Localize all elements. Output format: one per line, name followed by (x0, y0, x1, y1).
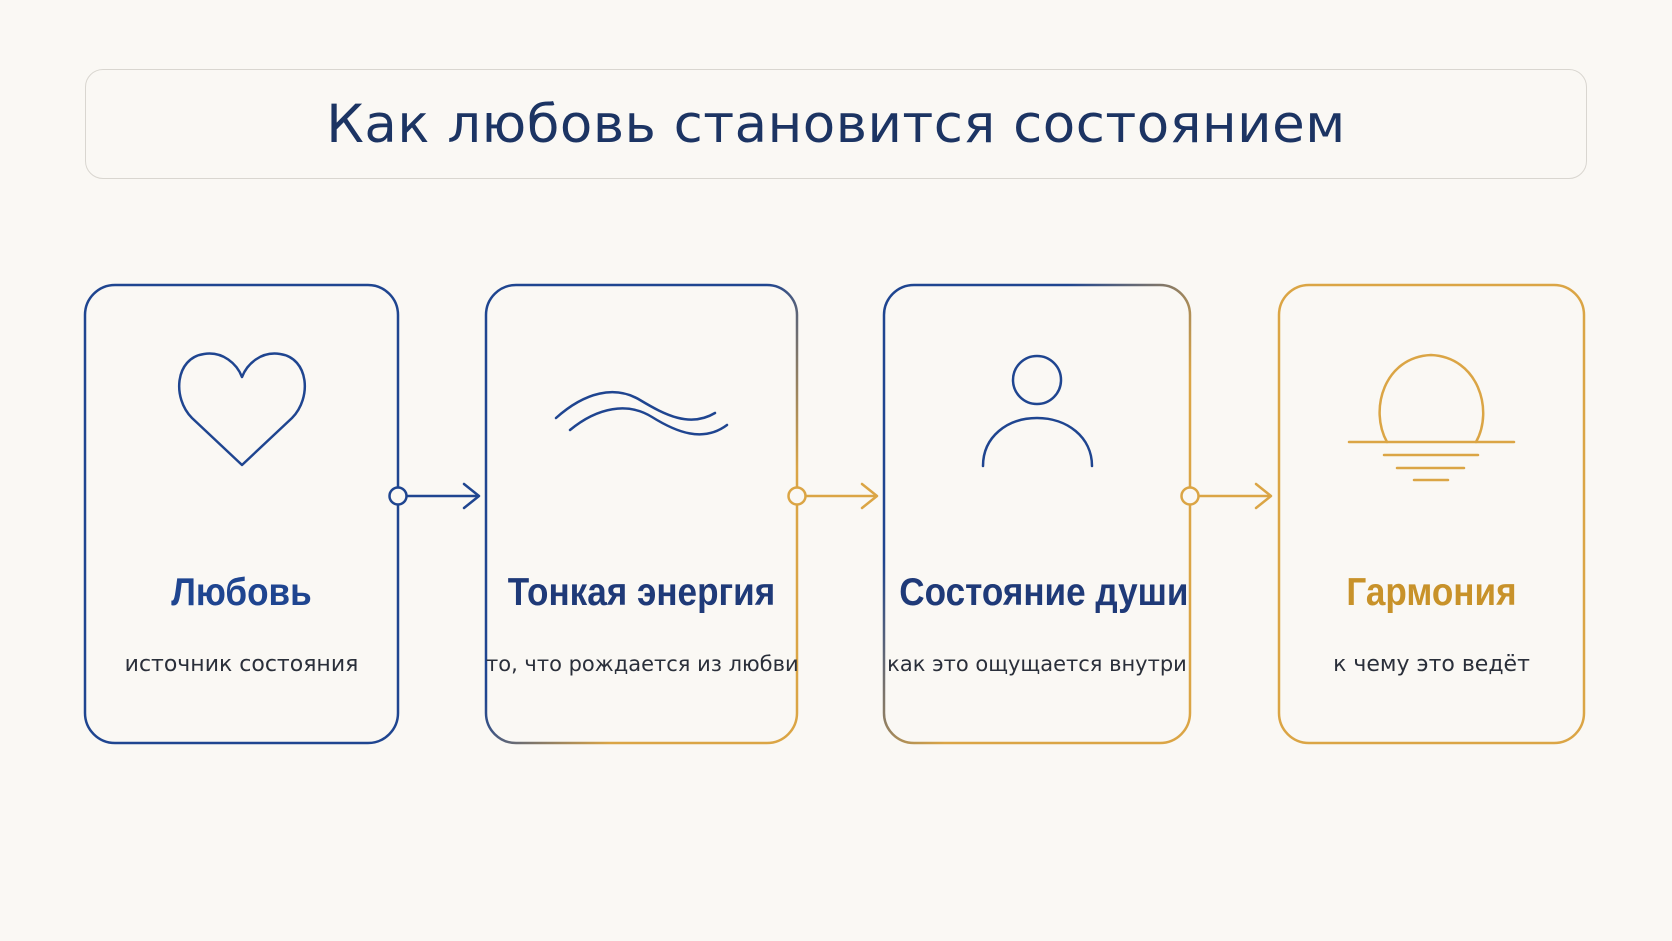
person-icon (981, 354, 1094, 468)
card-border-love (83, 283, 400, 745)
step-title: Гармония (1346, 571, 1517, 614)
step-subtitle: то, что рождается из любви (486, 652, 799, 676)
waves-icon (554, 391, 729, 436)
connector-1 (388, 482, 481, 510)
step-subtitle: к чему это ведёт (1333, 652, 1530, 677)
step-subtitle: как это ощущается внутри (887, 652, 1187, 676)
step-card-soul: Состояние души как это ощущается внутри (884, 285, 1190, 743)
card-border-harmony (1277, 283, 1586, 745)
step-title: Тонкая энергия (507, 571, 776, 614)
card-border-soul (882, 283, 1192, 745)
step-card-love: Любовь источник состояния (85, 285, 398, 743)
step-subtitle: источник состояния (124, 652, 359, 677)
step-title: Состояние души (899, 571, 1189, 614)
card-border-energy (484, 283, 799, 745)
step-title: Любовь (171, 571, 312, 614)
connector-3 (1180, 482, 1273, 510)
sunset-icon (1347, 353, 1516, 482)
heart-icon (177, 352, 307, 467)
step-card-energy: Тонкая энергия то, что рождается из любв… (486, 285, 799, 743)
page-title: Как любовь становится состоянием (326, 93, 1346, 155)
step-card-harmony: Гармония к чему это ведёт (1279, 285, 1584, 743)
connector-2 (787, 482, 879, 510)
title-box: Как любовь становится состоянием (85, 69, 1587, 179)
